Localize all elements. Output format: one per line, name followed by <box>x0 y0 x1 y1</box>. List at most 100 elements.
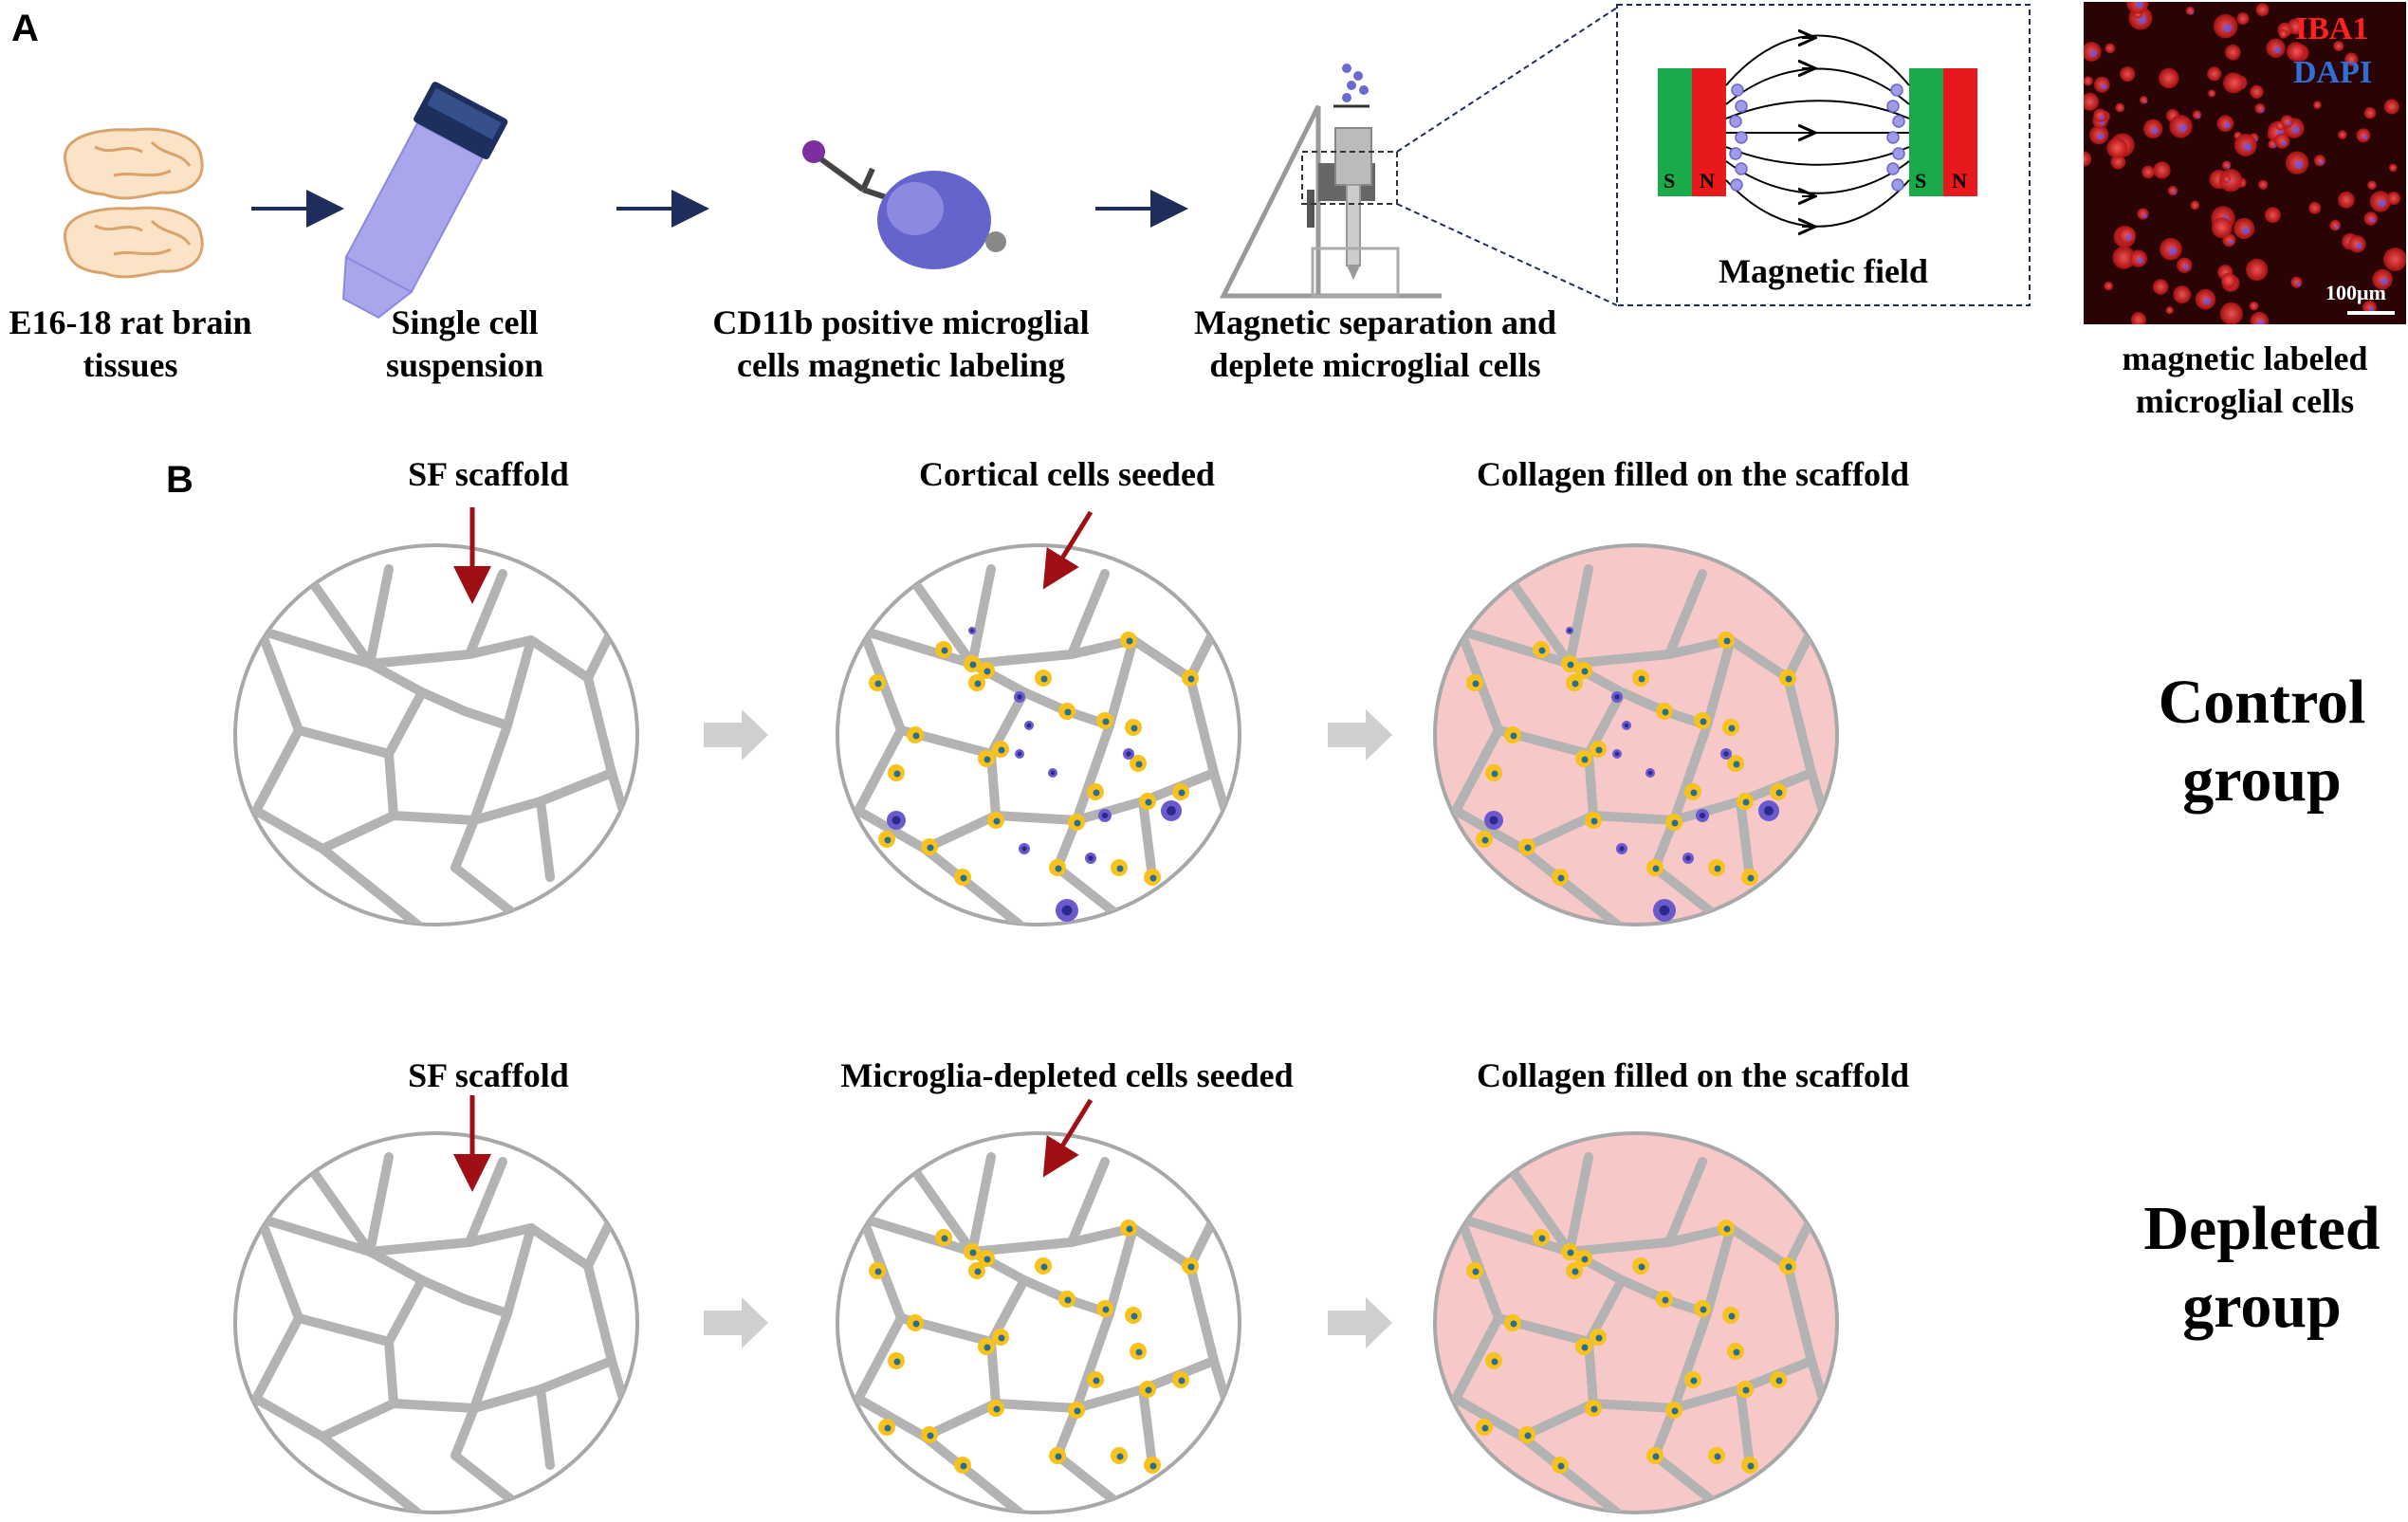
tube-icon <box>341 82 508 319</box>
scaffold-strut <box>536 1384 555 1470</box>
cell-nucleus <box>1728 724 1736 732</box>
scaffold-strut <box>460 706 512 730</box>
scaffold-strut <box>365 564 394 669</box>
scaffold-strut <box>1664 569 1707 659</box>
scaffold-strut <box>967 882 1024 925</box>
cell-nucleus <box>1187 1263 1195 1271</box>
group-label-depleted: Depleted group <box>2077 1190 2408 1346</box>
scaffold-strut <box>450 1403 479 1460</box>
micrograph-nucleus <box>2243 142 2252 152</box>
scaffold-strut <box>460 1294 512 1318</box>
micrograph-cell <box>2105 43 2116 54</box>
scaffold-strut <box>1072 721 1114 825</box>
progression-arrow <box>1328 709 1392 761</box>
scaffold-strut <box>1702 635 1736 730</box>
scaffold-strut <box>1726 1223 1792 1271</box>
cell-nucleus <box>960 874 967 882</box>
cell-nucleus <box>1652 1453 1660 1460</box>
brain-icon <box>63 127 204 279</box>
cell-nucleus <box>884 1424 892 1432</box>
cell-nucleus <box>983 1344 991 1351</box>
cell-nucleus <box>1764 806 1774 816</box>
scaffold-strut <box>318 844 375 891</box>
scaffold-strut <box>1783 1261 1816 1366</box>
scaffold-strut <box>526 1223 593 1271</box>
cell-nucleus <box>1145 798 1152 806</box>
scaffold-strut <box>1451 725 1503 816</box>
scaffold-strut <box>536 797 555 882</box>
micrograph-cell <box>2386 192 2400 206</box>
cell-nucleus <box>1728 1312 1736 1320</box>
progression-arrow <box>1328 1297 1392 1348</box>
group-label-line: Depleted <box>2143 1194 2380 1263</box>
micrograph-cell <box>2363 106 2377 119</box>
micrograph-caption: magnetic labeled microglial cells <box>2084 338 2406 423</box>
cell-nucleus <box>1017 694 1022 700</box>
scaffold-strut <box>251 1394 327 1441</box>
micrograph-cell <box>2185 6 2195 15</box>
scaffold-strut <box>1669 1384 1745 1413</box>
scaffold-strut <box>854 1313 906 1403</box>
scaffold-strut <box>1565 564 1593 669</box>
cell-nucleus <box>1481 1424 1489 1432</box>
cell-nucleus <box>1557 874 1565 882</box>
scaffold-strut <box>1451 806 1527 853</box>
scaffold-strut <box>1072 797 1148 825</box>
cell-nucleus <box>1538 647 1546 654</box>
cell-nucleus <box>927 844 934 852</box>
cell-nucleus <box>1614 694 1620 700</box>
scaffold-strut <box>910 578 977 669</box>
micrograph-cell <box>2221 272 2236 288</box>
micrograph-cell <box>2290 276 2303 288</box>
scaffold <box>233 507 639 926</box>
cell-nucleus <box>1647 770 1653 776</box>
cell-nucleus <box>1690 1377 1698 1384</box>
scaffold-strut <box>526 635 593 683</box>
scaffold-strut <box>858 626 977 669</box>
cell-nucleus <box>1619 846 1625 852</box>
scaffold-strut <box>1186 1261 1219 1366</box>
cell-nucleus <box>1690 789 1698 797</box>
cell-nucleus <box>1017 751 1022 757</box>
caption-line: suspension <box>385 346 544 384</box>
stage-title: SF scaffold <box>408 455 569 493</box>
cell-nucleus <box>1026 723 1032 728</box>
cell-nucleus <box>1145 1386 1152 1394</box>
scaffold-strut <box>854 725 906 816</box>
cell-nucleus <box>1149 1462 1157 1470</box>
micrograph-cell <box>2278 29 2289 39</box>
cell-nucleus <box>1093 1377 1100 1384</box>
cell-nucleus <box>1064 708 1072 716</box>
micrograph-nucleus <box>2125 233 2132 241</box>
scaffold-strut <box>583 1261 616 1366</box>
cell-nucleus <box>1050 770 1056 776</box>
cell-nucleus <box>1699 812 1706 819</box>
progression-arrow <box>704 709 768 761</box>
scaffold-strut <box>1669 721 1712 825</box>
micrograph-cell <box>2106 138 2127 158</box>
cell-nucleus <box>874 1268 882 1275</box>
pointer-arrow <box>1042 1098 1094 1178</box>
scaffold-strut <box>1186 673 1219 778</box>
micrograph-cell <box>2190 200 2200 211</box>
scaffold-strut <box>967 1470 1024 1513</box>
group-label-line: group <box>2182 1272 2342 1341</box>
micrograph-nucleus <box>2142 213 2147 218</box>
stage-title: Collagen filled on the scaffold <box>1477 1056 1909 1094</box>
cell-nucleus <box>1472 680 1480 688</box>
cell-nucleus <box>1662 1296 1669 1304</box>
micrograph-cell <box>2333 40 2344 51</box>
cell-nucleus <box>1040 1263 1048 1271</box>
scaffold-strut <box>308 1166 375 1256</box>
caption-line: Magnetic separation and <box>1194 303 1556 341</box>
scaffold-strut <box>1053 1451 1129 1513</box>
cell-nucleus <box>1785 675 1792 683</box>
scaffold-strut <box>991 1399 1081 1413</box>
cell-nucleus <box>969 661 977 669</box>
stage-title: Cortical cells seeded <box>919 455 1215 493</box>
cell-nucleus <box>1491 770 1498 778</box>
cell-nucleus <box>1733 761 1740 768</box>
micrograph-cell <box>2383 99 2399 115</box>
cell-nucleus <box>1040 675 1048 683</box>
micrograph-cell <box>2207 66 2222 82</box>
